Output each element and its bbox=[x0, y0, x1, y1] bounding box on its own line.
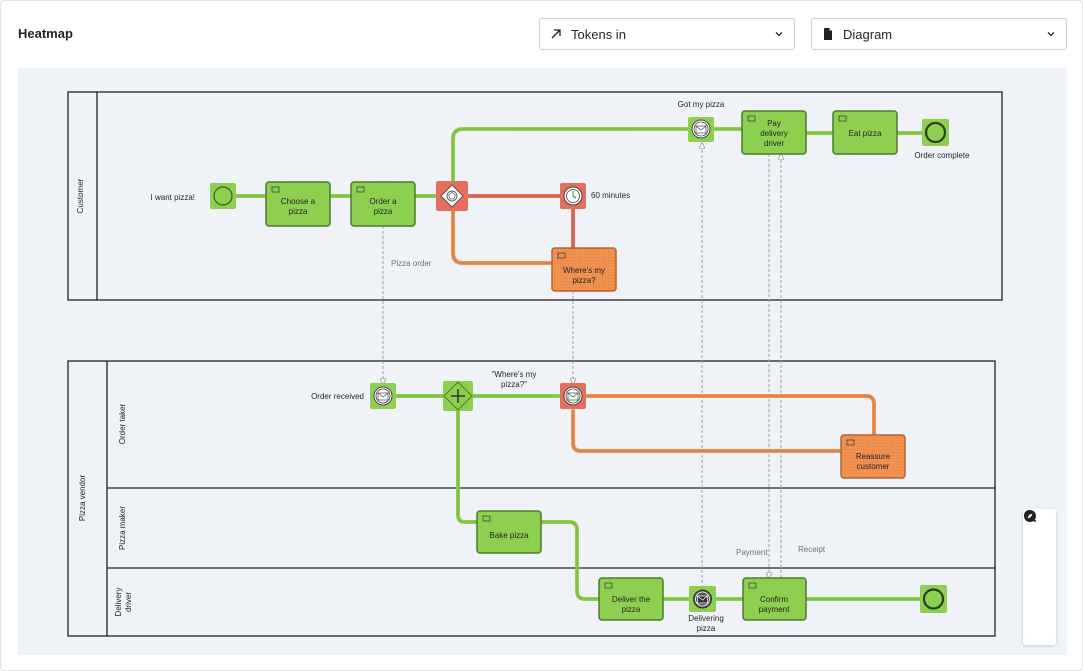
receipt-flow-label: Receipt bbox=[798, 545, 826, 554]
pizza-order-flow-label: Pizza order bbox=[391, 259, 432, 268]
task-eat-pizza[interactable]: Eat pizza bbox=[832, 110, 898, 155]
payment-flow-label: Payment bbox=[736, 548, 768, 557]
pool-customer: Customer bbox=[67, 91, 1003, 301]
zoom-reset-icon[interactable] bbox=[1024, 510, 1051, 572]
svg-text:customer: customer bbox=[857, 462, 890, 471]
view-select[interactable]: Diagram bbox=[811, 18, 1067, 50]
sequence-flows bbox=[234, 127, 924, 601]
flow-bake-deliver bbox=[539, 520, 601, 601]
lane-pizza-maker-label: Pizza maker bbox=[118, 506, 127, 550]
task-wheres-my-pizza-label: Where's my bbox=[563, 266, 605, 275]
event-gateway[interactable] bbox=[436, 181, 468, 211]
svg-text:pizza: pizza bbox=[289, 207, 308, 216]
chevron-down-icon bbox=[774, 29, 784, 39]
task-choose-pizza[interactable]: Choose a pizza bbox=[265, 181, 331, 227]
timer-event[interactable] bbox=[560, 183, 586, 209]
tokens-select-value: Tokens in bbox=[571, 26, 626, 42]
bpmn-diagram: Customer Pizza vendor Order taker Pizza … bbox=[67, 91, 1003, 637]
flow-wheres-reassure bbox=[584, 394, 876, 436]
task-confirm-payment-label: Confirm bbox=[760, 595, 788, 604]
timer-event-label: 60 minutes bbox=[591, 191, 630, 200]
svg-text:payment: payment bbox=[759, 605, 790, 614]
diagram-canvas[interactable]: Customer Pizza vendor Order taker Pizza … bbox=[18, 68, 1067, 655]
svg-text:driver: driver bbox=[764, 139, 784, 148]
pool-vendor-label: Pizza vendor bbox=[78, 475, 87, 522]
task-deliver-pizza-label: Deliver the bbox=[612, 595, 651, 604]
view-select-value: Diagram bbox=[843, 26, 893, 42]
start-event-hungry[interactable] bbox=[210, 183, 236, 209]
task-wheres-my-pizza[interactable]: Where's my pizza? bbox=[551, 247, 617, 292]
compass-icon[interactable] bbox=[1024, 510, 1051, 638]
flow-reassure-back bbox=[571, 409, 843, 453]
task-reassure-customer[interactable]: Reassure customer bbox=[840, 434, 906, 479]
task-pay-driver-label: Pay bbox=[767, 119, 781, 128]
task-order-pizza-label: Order a bbox=[369, 197, 397, 206]
svg-text:pizza?: pizza? bbox=[572, 276, 596, 285]
task-deliver-pizza[interactable]: Deliver the pizza bbox=[598, 577, 664, 621]
task-eat-pizza-label: Eat pizza bbox=[849, 129, 882, 138]
chevron-down-icon bbox=[1046, 29, 1056, 39]
task-pay-driver[interactable]: Pay delivery driver bbox=[741, 110, 807, 155]
message-flows bbox=[383, 143, 781, 588]
message-event-order-received[interactable] bbox=[370, 383, 396, 409]
task-bake-pizza-label: Bake pizza bbox=[489, 531, 529, 540]
svg-text:delivery: delivery bbox=[760, 129, 788, 138]
pool-customer-label: Customer bbox=[76, 178, 85, 213]
lane-order-taker-label: Order taker bbox=[118, 403, 127, 444]
lane-delivery-driver-label: Deliverydriver bbox=[114, 588, 133, 617]
flow-gateway-bake bbox=[456, 409, 478, 524]
task-order-pizza[interactable]: Order a pizza bbox=[350, 181, 416, 227]
order-complete-label: Order complete bbox=[914, 151, 970, 160]
flow-gateway-got-pizza bbox=[451, 127, 689, 183]
svg-text:pizza: pizza bbox=[374, 207, 393, 216]
pool-vendor: Pizza vendor Order taker Pizza maker Del… bbox=[67, 360, 996, 637]
end-event-order-complete[interactable] bbox=[922, 119, 949, 146]
zoom-controls bbox=[1023, 509, 1056, 645]
tokens-select[interactable]: Tokens in bbox=[539, 18, 795, 50]
task-choose-pizza-label: Choose a bbox=[281, 197, 316, 206]
message-event-got-pizza[interactable] bbox=[688, 117, 714, 142]
document-icon bbox=[821, 27, 835, 41]
order-received-label: Order received bbox=[311, 392, 364, 401]
panel-title: Heatmap bbox=[18, 26, 73, 41]
flow-gateway-wheres bbox=[451, 209, 554, 265]
message-throw-delivering[interactable] bbox=[689, 586, 716, 612]
parallel-gateway[interactable] bbox=[443, 381, 473, 411]
svg-text:pizza: pizza bbox=[622, 605, 641, 614]
task-reassure-label: Reassure bbox=[856, 452, 891, 461]
task-confirm-payment[interactable]: Confirm payment bbox=[742, 577, 807, 621]
start-event-label: I want pizza! bbox=[151, 193, 195, 202]
message-event-wheres-pizza[interactable] bbox=[560, 383, 586, 409]
got-pizza-label: Got my pizza bbox=[678, 100, 725, 109]
zoom-out-icon[interactable] bbox=[1024, 510, 1051, 605]
end-event-delivery[interactable] bbox=[920, 585, 947, 613]
arrow-up-right-icon bbox=[549, 27, 563, 41]
task-bake-pizza[interactable]: Bake pizza bbox=[476, 510, 542, 554]
